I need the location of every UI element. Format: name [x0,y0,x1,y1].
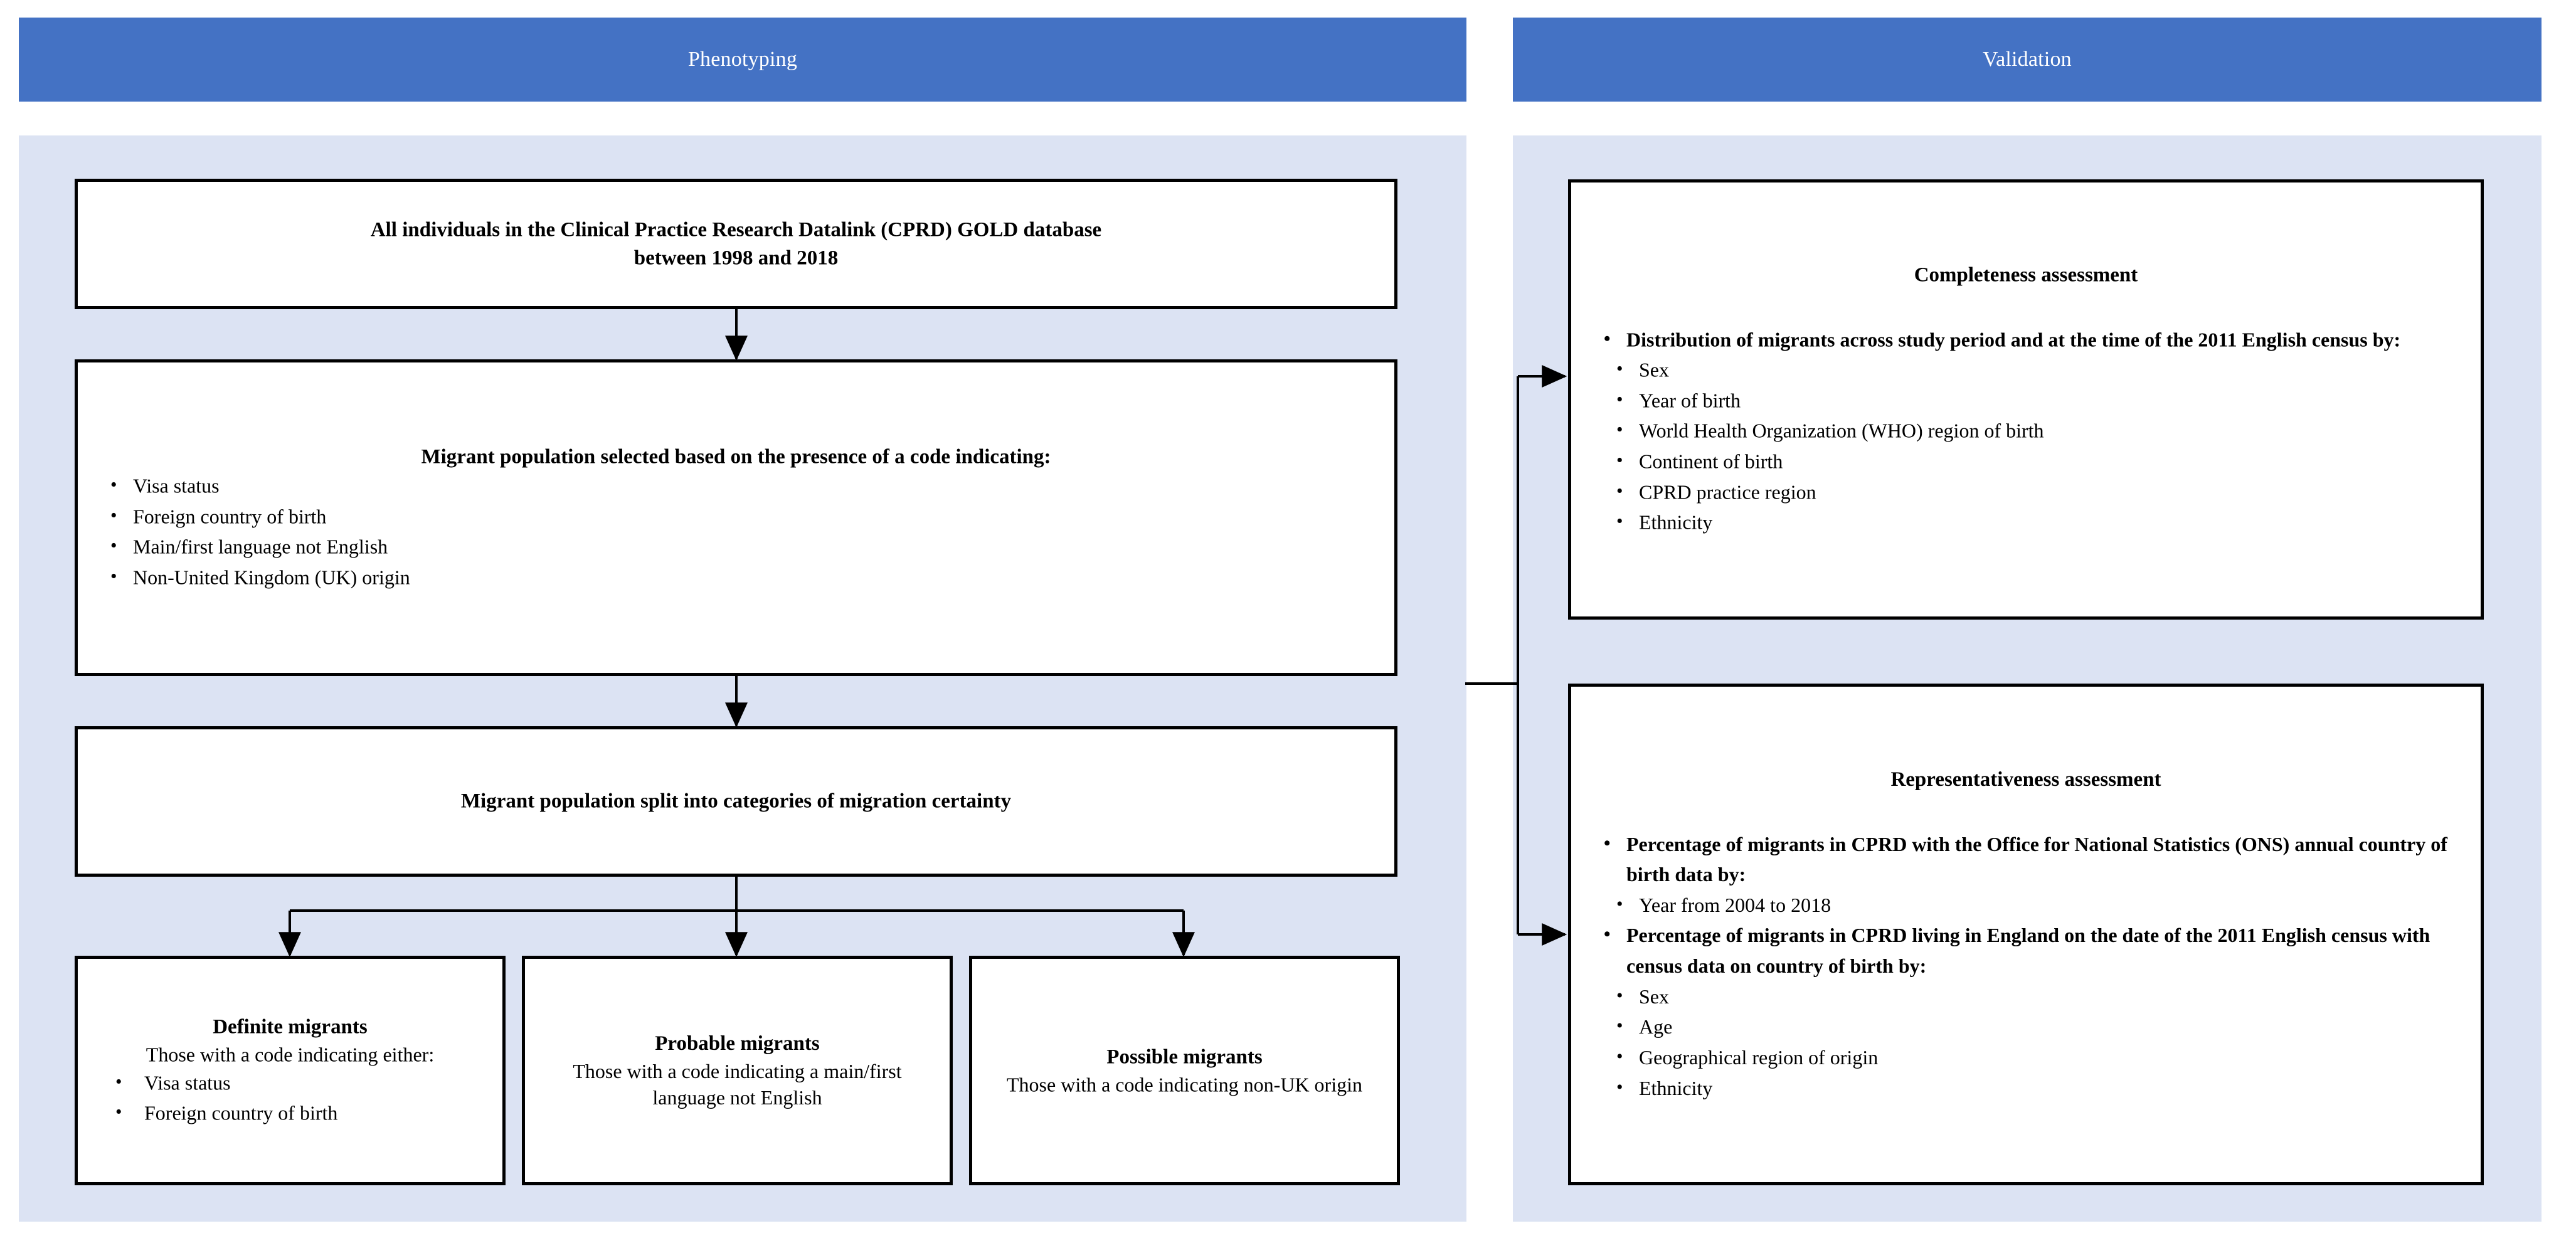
column-header-validation-label: Validation [1983,48,2072,71]
box-probable-migrants-title: Probable migrants [655,1032,820,1055]
column-header-validation: Validation [1513,18,2542,102]
box-migrant-population-selected-bullets: Visa status Foreign country of birth Mai… [94,471,1378,593]
box-probable-migrants: Probable migrants Those with a code indi… [522,956,953,1185]
list-item: Percentage of migrants in CPRD with the … [1587,828,2464,889]
box-possible-migrants: Possible migrants Those with a code indi… [969,956,1400,1185]
box-representativeness-assessment: Representativeness assessment Percentage… [1568,684,2484,1185]
box-migration-certainty-split-title: Migrant population split into categories… [460,790,1012,813]
box-all-individuals-title-line1: All individuals in the Clinical Practice… [370,218,1102,241]
list-item: Year from 2004 to 2018 [1587,890,2464,921]
list-item: Percentage of migrants in CPRD living in… [1587,920,2464,981]
list-item: Main/first language not English [94,532,1378,563]
representativeness-bullet-list-2: Percentage of migrants in CPRD living in… [1587,920,2464,981]
box-all-individuals-title-line2: between 1998 and 2018 [633,246,839,269]
list-item: World Health Organization (WHO) region o… [1587,416,2464,447]
list-item: Continent of birth [1587,447,2464,477]
list-item: Year of birth [1587,385,2464,416]
column-header-phenotyping-label: Phenotyping [687,48,798,71]
completeness-sub-bullet-list: Sex Year of birth World Health Organizat… [1587,355,2464,538]
list-item: Ethnicity [1587,507,2464,538]
box-migrant-population-selected-title: Migrant population selected based on the… [421,445,1051,468]
list-item: Age [1587,1012,2464,1042]
completeness-bullet-list: Distribution of migrants across study pe… [1587,324,2464,355]
box-definite-migrants: Definite migrants Those with a code indi… [75,956,506,1185]
box-representativeness-assessment-title: Representativeness assessment [1890,768,2161,791]
box-definite-migrants-title: Definite migrants [213,1015,368,1039]
list-item: Visa status [94,471,1378,502]
box-migrant-population-selected: Migrant population selected based on the… [75,359,1397,676]
box-probable-migrants-subtitle: Those with a code indicating a main/firs… [573,1059,902,1109]
column-header-phenotyping: Phenotyping [19,18,1466,102]
list-item: Sex [1587,981,2464,1012]
list-item: CPRD practice region [1587,477,2464,507]
list-item: Distribution of migrants across study pe… [1587,324,2464,355]
box-migration-certainty-split: Migrant population split into categories… [75,726,1397,877]
box-possible-migrants-title: Possible migrants [1106,1045,1263,1069]
box-completeness-assessment: Completeness assessment Distribution of … [1568,179,2484,620]
list-item: Foreign country of birth [94,501,1378,532]
list-item: Non-United Kingdom (UK) origin [94,562,1378,593]
list-item: Ethnicity [1587,1072,2464,1103]
box-all-individuals: All individuals in the Clinical Practice… [75,179,1397,309]
representativeness-bullet-list-1: Percentage of migrants in CPRD with the … [1587,828,2464,889]
list-item: Sex [1587,355,2464,386]
box-definite-migrants-bullets: Visa status Foreign country of birth [94,1068,486,1128]
representativeness-sub-bullet-list-1: Year from 2004 to 2018 [1587,890,2464,921]
box-definite-migrants-subtitle: Those with a code indicating either: [146,1042,435,1065]
list-item: Geographical region of origin [1587,1042,2464,1073]
list-item: Foreign country of birth [94,1098,486,1128]
box-completeness-assessment-title: Completeness assessment [1914,263,2138,287]
box-possible-migrants-subtitle: Those with a code indicating non-UK orig… [1007,1072,1362,1096]
list-item: Visa status [94,1068,486,1098]
representativeness-sub-bullet-list-2: Sex Age Geographical region of origin Et… [1587,981,2464,1104]
